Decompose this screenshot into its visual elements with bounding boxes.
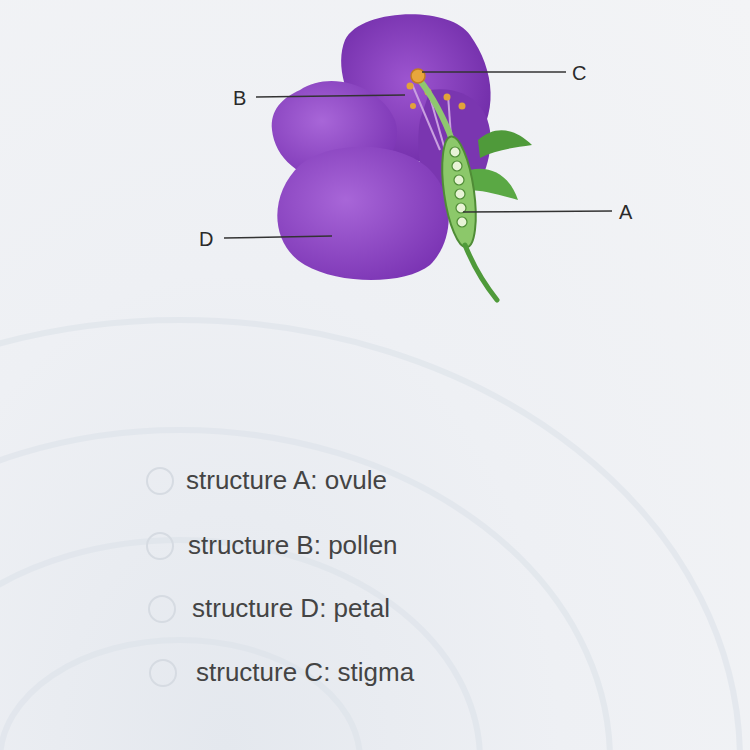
ovules (450, 147, 467, 227)
part-label: D (199, 229, 213, 249)
part-label: A (619, 202, 632, 222)
sepal (478, 130, 532, 158)
style (418, 78, 452, 140)
stigma (411, 69, 425, 83)
radio-buttons (147, 468, 176, 686)
petal (277, 147, 448, 280)
part-label: B (233, 88, 246, 108)
answer-option: structure D: petal (192, 594, 390, 623)
answer-option: structure B: pollen (188, 531, 398, 560)
answer-option: structure C: stigma (196, 658, 414, 687)
background-pattern (0, 320, 740, 750)
part-label: C (572, 63, 586, 83)
leader-lines (224, 72, 612, 238)
answer-option: structure A: ovule (186, 466, 387, 495)
ovary (436, 134, 481, 249)
stem (465, 245, 497, 300)
